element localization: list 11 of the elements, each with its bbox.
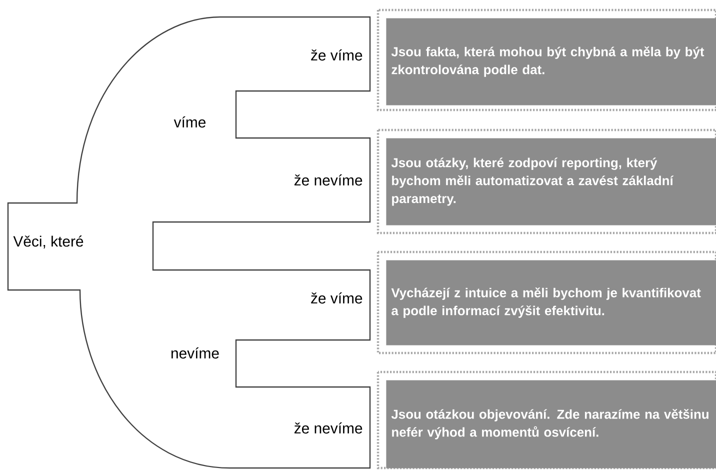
branch-label: že nevíme	[294, 422, 362, 434]
text-box: Jsou otázkou objevování. Zde narazíme na většinu nefér výhod a momentů osvícení.	[386, 380, 716, 468]
branch-label: víme	[174, 116, 206, 128]
branch-label: že nevíme	[294, 174, 362, 186]
branch-label: Věci, které	[13, 236, 84, 248]
branch-label: že víme	[311, 292, 362, 304]
branch-label: nevíme	[171, 347, 219, 359]
text-box: Jsou otázky, které zodpoví reporting, který bychom měli automatizovat a zavést základní parametry.	[386, 138, 716, 226]
text-box: Vycházejí z intuice a měli bychom je kvantifikovat a podle informací zvýšit efektivitu.	[386, 260, 716, 346]
branch-label: že víme	[311, 49, 362, 61]
text-box: Jsou fakta, která mohou být chybná a měla by být zkontrolována podle dat.	[386, 18, 716, 106]
